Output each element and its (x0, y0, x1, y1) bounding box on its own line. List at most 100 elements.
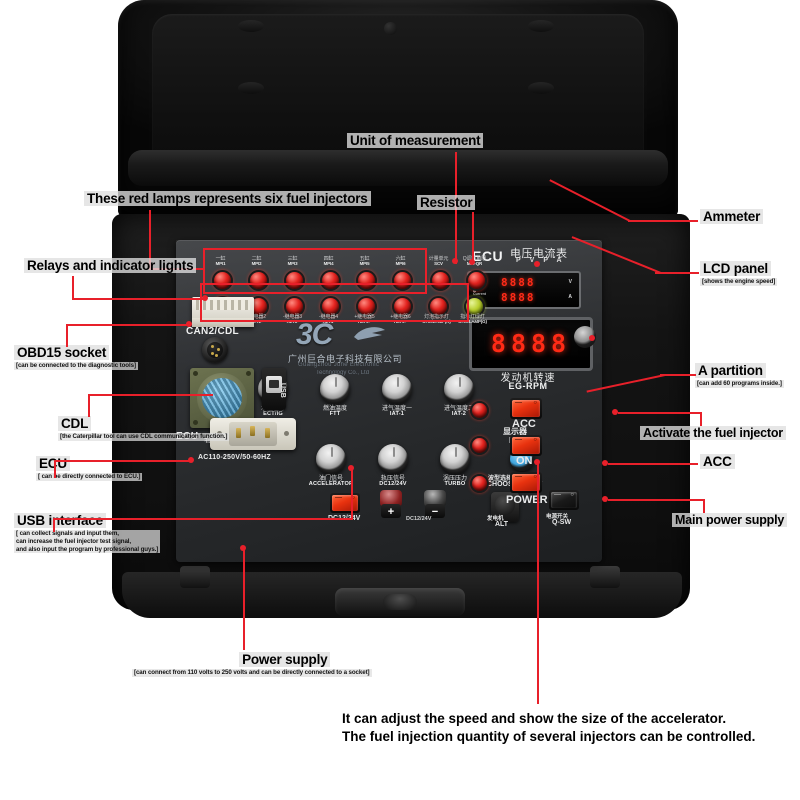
injector-lamp-6 (392, 270, 413, 291)
measurement-lamp-1 (430, 270, 451, 291)
leader-line (472, 212, 474, 264)
positive-terminal[interactable]: + (380, 490, 402, 518)
annotation-obd15-title: OBD15 socket (14, 345, 110, 360)
rpm-label-cn: 发动机转速 (500, 373, 556, 384)
annotation-partition-sub: [can add 60 programs inside.] (695, 380, 784, 388)
injector-lamp-2 (248, 270, 269, 291)
q-sw-power-switch[interactable] (549, 490, 579, 510)
brand-logo: 3C (296, 318, 333, 351)
annotation-main-power: Main power supply (672, 511, 788, 529)
knob-dc12-24v[interactable] (378, 444, 408, 474)
alt-generator-knob[interactable] (491, 492, 519, 522)
leader-line (88, 395, 90, 417)
knob-iat-2[interactable] (444, 374, 474, 404)
obd15-socket[interactable] (192, 297, 254, 327)
annotation-cdl-sub: [the Caterpillar tool can use CDL commun… (58, 433, 230, 441)
leader-line (149, 210, 151, 270)
relay-lamp-3 (284, 296, 305, 317)
knob-iat-1[interactable] (382, 374, 412, 404)
leader-dot (188, 457, 194, 463)
leader-dot (534, 459, 540, 465)
usb-label: USB (279, 383, 286, 398)
annotation-ecu-sub: [ can be directly connected to ECU.] (36, 473, 143, 481)
leader-dot (589, 335, 595, 341)
lid-dimple (238, 82, 264, 94)
rpm-value: 8888 (490, 329, 572, 358)
can2-cdl-connector[interactable] (202, 337, 228, 363)
leader-line (655, 272, 699, 274)
leader-line (53, 518, 353, 520)
lid-dimple (238, 20, 264, 32)
measurement-lamp-2 (466, 270, 487, 291)
brand-name-cn: 广州巨合电子科技有限公司 (288, 354, 403, 364)
terminal-dc-label: DC12/24V (406, 516, 432, 522)
alt-label-cn: 发电机 (487, 516, 504, 522)
current-unit: A (568, 294, 572, 300)
leader-dot (202, 295, 208, 301)
current-value: 8888 (501, 291, 536, 304)
knob-turbo[interactable] (440, 444, 470, 474)
case-lid-rail (128, 150, 668, 186)
leader-line (700, 412, 702, 426)
annotation-obd15-sub: [can be connected to the diagnostic tool… (14, 362, 138, 370)
brand-swoosh-icon (354, 327, 385, 340)
injector-lamp-3 (284, 270, 305, 291)
leader-line (72, 298, 207, 300)
leader-line (660, 374, 696, 376)
negative-terminal[interactable]: − (424, 490, 446, 518)
knob-accelerator[interactable] (316, 444, 346, 474)
case-latch[interactable] (590, 566, 620, 588)
lid-dimple (528, 20, 554, 32)
annotation-power-supply-title: Power supply (239, 652, 331, 667)
annotation-resistor: Resistor (417, 194, 476, 212)
usb-port[interactable] (262, 368, 286, 410)
annotation-ecu-title: ECU (36, 456, 70, 471)
on-switch-label: ON (516, 455, 533, 467)
relay-lamp-4 (320, 296, 341, 317)
annotation-power-supply: Power supply [can connect from 110 volts… (132, 651, 372, 677)
power-switch[interactable] (510, 472, 542, 493)
annotation-cdl: CDL [the Caterpillar tool can use CDL co… (58, 415, 230, 441)
on-indicator-lamp (470, 436, 489, 455)
acc-switch-label: ACC (512, 418, 536, 430)
annotation-ecu: ECU [ can be directly connected to ECU.] (36, 455, 143, 481)
leader-line (608, 463, 698, 465)
leader-line (66, 325, 68, 347)
annotation-lcd-panel-title: LCD panel (700, 261, 771, 276)
annotation-activate-injector: Activate the fuel injector (640, 424, 786, 442)
meter-title-cn: 电压电流表 (510, 248, 568, 260)
annotation-acc-title: ACC (700, 454, 735, 469)
dc-12-24v-switch[interactable] (330, 493, 360, 513)
annotation-lcd-panel-sub: [shows the engine speed] (700, 278, 778, 286)
annotation-unit-of-measurement: Unit of measurement (347, 132, 484, 150)
annotation-bottom-note-line1: It can adjust the speed and show the siz… (342, 711, 727, 726)
leader-line (618, 412, 702, 414)
knob-ftt[interactable] (320, 374, 350, 404)
rpm-label-en: EG-RPM (508, 381, 548, 391)
annotation-main-power-title: Main power supply (672, 513, 788, 527)
acc-switch[interactable] (510, 398, 542, 419)
leader-line (54, 462, 56, 478)
case-latch[interactable] (180, 566, 210, 588)
choose-start-label-cn: 波型选择/启动 (488, 476, 526, 482)
lid-screw (384, 22, 397, 35)
leader-dot (452, 258, 458, 264)
case-handle[interactable] (335, 588, 465, 616)
side-knob[interactable] (574, 326, 596, 348)
voltage-unit: V (568, 279, 572, 285)
leader-dot (602, 460, 608, 466)
annotation-bottom-note: It can adjust the speed and show the siz… (342, 710, 755, 746)
meter-pv-pa-label: PVPA (516, 257, 571, 264)
injector-lamp-1 (212, 270, 233, 291)
annotation-lcd-panel: LCD panel [shows the engine speed] (700, 260, 778, 286)
ac-input-label: AC110-250V/50-60HZ (198, 454, 271, 461)
injector-lamp-4 (320, 270, 341, 291)
on-switch[interactable] (510, 435, 542, 456)
